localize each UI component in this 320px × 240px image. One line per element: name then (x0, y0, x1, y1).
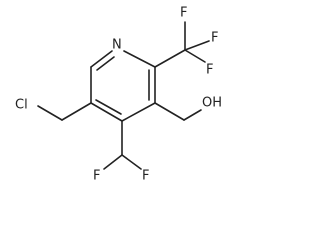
trifluoromethyl-group (154, 21, 210, 68)
bond-chf2-f-right (121, 154, 142, 170)
atom-label-n: N (112, 38, 122, 53)
bond-ch2-oh (183, 109, 202, 121)
bond-n-c2 (123, 50, 156, 68)
atom-label-oh: OH (202, 96, 222, 111)
hydroxymethyl-group (154, 102, 202, 121)
bond-c6-n-inner (96, 56, 115, 71)
bond-c5-ch2 (61, 102, 92, 121)
bond-c3-c4 (121, 102, 156, 122)
bond-cf3-f-bottom (184, 49, 206, 63)
atom-label-f-chf2-right: F (142, 169, 149, 184)
atom-label-cl: Cl (15, 98, 28, 113)
pyridine-ring (90, 50, 156, 122)
bond-chf2-f-left (103, 154, 123, 170)
chloromethyl-group (37, 102, 92, 121)
bond-c2-cf3 (154, 49, 186, 68)
bond-c6-n (90, 50, 113, 68)
atom-label-f-cf3-right: F (211, 31, 218, 46)
bond-c4-c5-inner (95, 99, 122, 115)
atom-label-f-chf2-left: F (93, 169, 100, 184)
bond-c3-ch2 (154, 102, 185, 121)
structure-canvas: N F F F OH Cl F F (15, 6, 222, 184)
difluoromethyl-group (103, 120, 142, 170)
atom-label-f-cf3-bottom: F (206, 63, 213, 78)
molecule-drawing: N F F F OH Cl F F (15, 6, 222, 184)
bond-cf3-f-right (184, 40, 210, 51)
bond-c4-c5 (90, 102, 123, 122)
bond-ch2-cl (37, 105, 63, 121)
atom-label-f-cf3-top: F (180, 6, 187, 21)
